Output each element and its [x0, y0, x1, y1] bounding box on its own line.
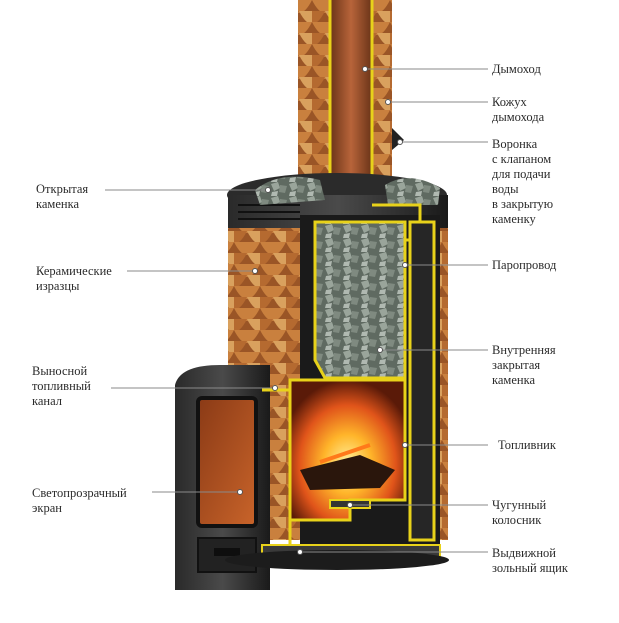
leader-lines	[105, 68, 488, 553]
label-firebox: Топливник	[498, 438, 556, 452]
label-chimney-casing: Кожух дымохода	[492, 95, 545, 124]
inner-closed-chamber-shape	[313, 220, 407, 380]
label-remote-fuel-channel: Выносной топливный канал	[32, 364, 91, 408]
label-open-stone-chamber: Открытая каменка	[36, 182, 89, 211]
label-funnel-valve: Воронка с клапаном для подачи воды в зак…	[492, 137, 554, 226]
label-steam-line: Паропровод	[492, 258, 557, 272]
chimney-pipe-shape	[330, 0, 372, 205]
label-ceramic-tiles: Керамические изразцы	[36, 264, 112, 293]
label-inner-closed-chamber: Внутренняя закрытая каменка	[492, 343, 556, 387]
transparent-screen-shape	[196, 396, 258, 528]
label-cast-iron-grate: Чугунный колосник	[492, 498, 547, 527]
label-chimney: Дымоход	[492, 62, 541, 76]
label-ash-drawer: Выдвижной зольный ящик	[492, 546, 568, 575]
label-transparent-screen: Светопрозрачный экран	[32, 486, 127, 515]
